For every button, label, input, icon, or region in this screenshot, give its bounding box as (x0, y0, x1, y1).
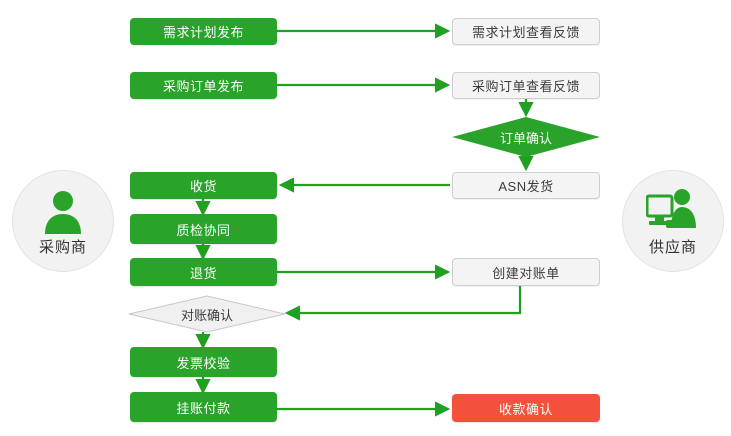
node-demand-plan-publish[interactable]: 需求计划发布 (130, 18, 277, 45)
node-label: 挂账付款 (176, 400, 231, 416)
node-label: 质检协同 (176, 222, 231, 238)
user-at-computer-icon (646, 186, 700, 234)
node-accrual-payment[interactable]: 挂账付款 (130, 392, 277, 422)
node-reconciliation-confirm[interactable]: 对账确认 (128, 295, 286, 333)
actor-buyer[interactable]: 采购商 (12, 170, 114, 272)
node-purchase-order-view-feedback[interactable]: 采购订单查看反馈 (452, 72, 600, 99)
node-demand-plan-view-feedback[interactable]: 需求计划查看反馈 (452, 18, 600, 45)
node-quality-inspection[interactable]: 质检协同 (130, 214, 277, 244)
node-label: 收款确认 (498, 401, 553, 417)
node-invoice-verify[interactable]: 发票校验 (130, 347, 277, 377)
node-payment-receipt-confirm[interactable]: 收款确认 (452, 394, 600, 422)
node-label: ASN发货 (498, 179, 554, 194)
node-goods-receipt[interactable]: 收货 (130, 172, 277, 199)
node-order-confirm[interactable]: 订单确认 (452, 117, 600, 157)
node-create-reconciliation-statement[interactable]: 创建对账单 (452, 258, 600, 286)
wire-statement-to-reconcile (284, 286, 522, 321)
node-label: 发票校验 (176, 355, 231, 371)
user-silhouette-icon (40, 186, 86, 234)
node-label: 需求计划查看反馈 (471, 25, 580, 40)
node-asn-shipment[interactable]: ASN发货 (452, 172, 600, 199)
actor-label: 采购商 (38, 238, 87, 256)
node-label: 收货 (189, 179, 217, 194)
node-purchase-order-publish[interactable]: 采购订单发布 (130, 72, 277, 99)
node-label: 退货 (189, 265, 217, 281)
node-return-goods[interactable]: 退货 (130, 258, 277, 286)
node-label: 订单确认 (499, 130, 552, 146)
diamond-shape-grey (128, 295, 286, 333)
node-label: 需求计划发布 (162, 25, 244, 40)
node-label: 采购订单查看反馈 (471, 79, 580, 94)
actor-label: 供应商 (648, 238, 697, 256)
node-label: 创建对账单 (492, 265, 560, 281)
node-label: 对账确认 (180, 307, 233, 323)
node-label: 采购订单发布 (162, 79, 244, 94)
actor-supplier[interactable]: 供应商 (622, 170, 724, 272)
diamond-shape-green (452, 117, 600, 157)
